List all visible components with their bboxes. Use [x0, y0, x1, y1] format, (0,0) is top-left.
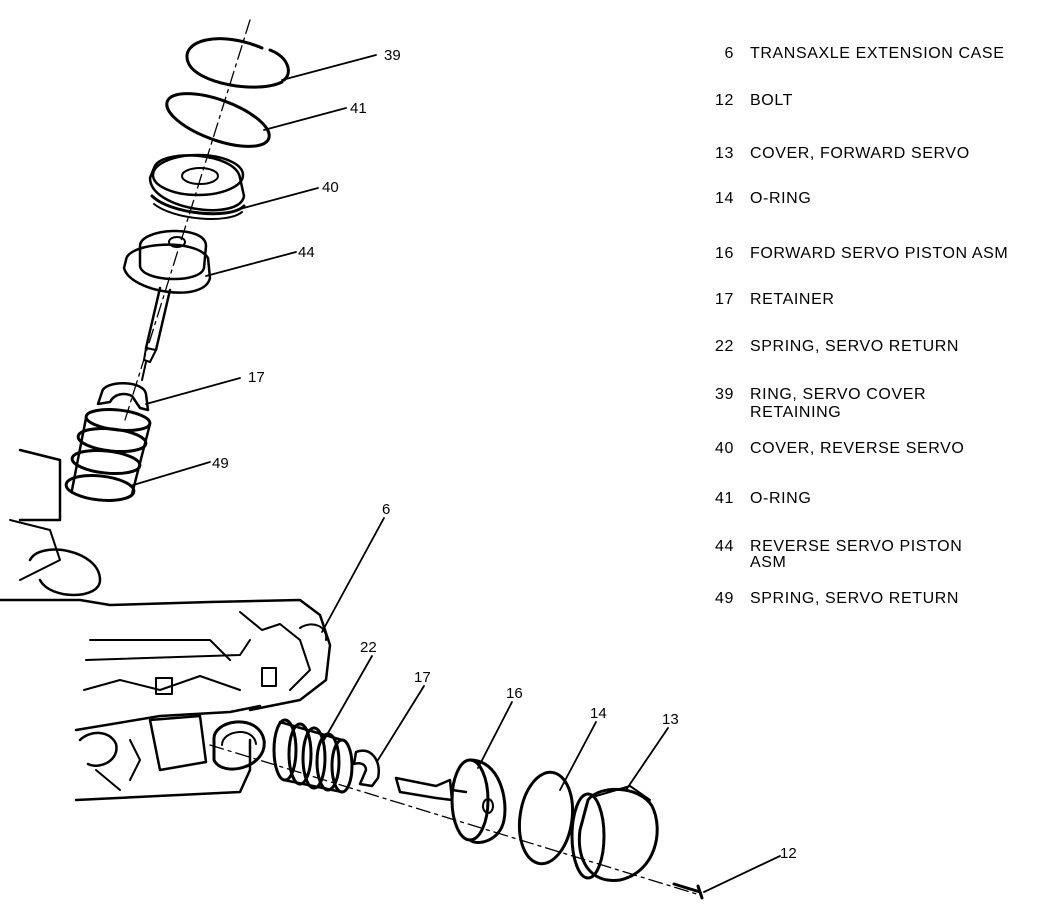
- callout-41: 41: [350, 100, 367, 117]
- callout-17-upper: 17: [248, 369, 265, 386]
- legend-description: SPRING, SERVO RETURN: [750, 338, 960, 355]
- part-16-forward-servo-piston: [394, 758, 507, 844]
- legend-description: O-RING: [750, 490, 812, 507]
- callout-17-lower: 17: [414, 669, 431, 686]
- legend-description: BOLT: [750, 92, 794, 109]
- part-41-o-ring: [165, 92, 271, 148]
- legend-number: 12: [715, 92, 734, 109]
- part-39-retaining-ring: [185, 37, 290, 89]
- legend-description-continued: RETAINING: [750, 404, 842, 421]
- callout-13: 13: [662, 711, 679, 728]
- part-44-reverse-servo-piston: [122, 229, 212, 381]
- legend-number: 40: [715, 440, 734, 457]
- legend-description: REVERSE SERVO PISTON: [750, 538, 963, 555]
- legend-description: COVER, FORWARD SERVO: [750, 145, 970, 162]
- legend-description: TRANSAXLE EXTENSION CASE: [750, 45, 1005, 62]
- callout-12: 12: [780, 845, 797, 862]
- callout-6: 6: [382, 501, 390, 518]
- legend-number: 17: [715, 291, 734, 308]
- legend-number: 41: [715, 490, 734, 507]
- legend-number: 14: [715, 190, 734, 207]
- legend-number: 22: [715, 338, 734, 355]
- legend-number: 6: [724, 45, 734, 62]
- callout-40: 40: [322, 179, 339, 196]
- legend-number: 13: [715, 145, 734, 162]
- callout-14: 14: [590, 705, 607, 722]
- part-49-servo-return-spring: [64, 408, 152, 502]
- legend-number: 16: [715, 245, 734, 262]
- callout-22: 22: [360, 639, 377, 656]
- upper-centerline: [124, 19, 251, 421]
- legend-description: RING, SERVO COVER: [750, 386, 927, 403]
- legend-number: 49: [715, 590, 734, 607]
- legend-description: O-RING: [750, 190, 812, 207]
- callout-39: 39: [384, 47, 401, 64]
- part-14-o-ring: [517, 770, 575, 866]
- part-22-servo-return-spring: [272, 718, 354, 794]
- callout-44: 44: [298, 244, 315, 261]
- legend-description: FORWARD SERVO PISTON ASM: [750, 245, 1009, 262]
- legend-number: 44: [715, 538, 734, 555]
- legend-number: 39: [715, 386, 734, 403]
- legend-description: COVER, REVERSE SERVO: [750, 440, 965, 457]
- callout-16: 16: [506, 685, 523, 702]
- legend-description: RETAINER: [750, 291, 835, 308]
- legend-description: SPRING, SERVO RETURN: [750, 590, 960, 607]
- part-17-retainer-upper: [96, 382, 150, 412]
- callout-49: 49: [212, 455, 229, 472]
- part-40-reverse-servo-cover: [148, 153, 246, 220]
- part-13-forward-servo-cover: [570, 785, 659, 882]
- legend-description-continued: ASM: [750, 554, 787, 571]
- part-12-bolt: [672, 882, 704, 900]
- part-17-retainer-lower: [352, 749, 381, 788]
- leader-lines: [129, 54, 781, 893]
- part-6-transaxle-extension-case: [0, 448, 332, 802]
